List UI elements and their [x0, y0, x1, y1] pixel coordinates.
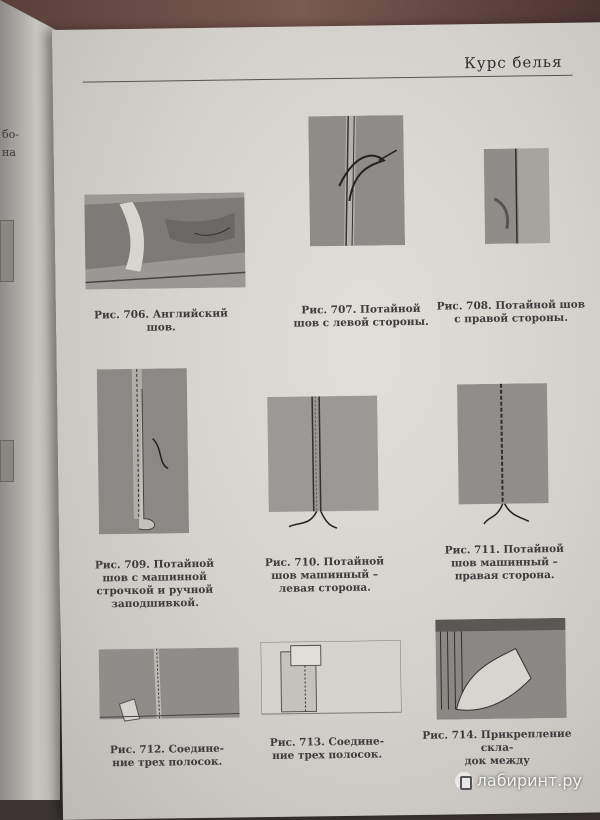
caption-709: Рис. 709. Потайной шов с машинной строчк…	[94, 557, 215, 611]
figure-709-hidden-seam-machine-hand	[96, 368, 190, 535]
figure-706-english-seam	[84, 192, 246, 290]
left-page-figure-fragment	[0, 220, 14, 282]
caption-707: Рис. 707. Потайной шов с левой стороны.	[293, 302, 429, 330]
figure-711-machine-seam-right	[456, 383, 549, 529]
figure-708-hidden-seam-right	[483, 148, 551, 244]
labirint-watermark: лабиринт.ру	[454, 771, 582, 790]
left-page-fragment: бо-	[2, 128, 19, 141]
left-page-edge: бо- на	[0, 0, 60, 800]
figure-710-machine-seam-left	[267, 395, 379, 532]
left-page-figure-fragment	[0, 440, 14, 482]
figure-707-hidden-seam-left	[308, 115, 406, 247]
left-page-fragment: на	[2, 146, 16, 159]
figure-714-pleat-attachment	[435, 617, 567, 720]
caption-714: Рис. 714. Прикрепление скла- док между	[422, 727, 572, 768]
caption-712: Рис. 712. Соедине- ние трех полосок.	[109, 742, 225, 770]
caption-708: Рис. 708. Потайной шов с правой стороны.	[436, 298, 586, 326]
caption-710: Рис. 710. Потайной шов машинный – левая …	[264, 555, 385, 595]
figure-712-three-strips	[98, 647, 240, 724]
caption-706: Рис. 706. Английский шов.	[93, 307, 228, 334]
labirint-logo-icon	[454, 772, 473, 790]
figure-713-three-strips	[260, 640, 402, 717]
caption-711: Рис. 711. Потайной шов машинный – правая…	[444, 542, 564, 583]
caption-713: Рис. 713. Соедине- ние трех полосок.	[269, 735, 385, 762]
header-rule	[82, 74, 573, 83]
book-page: Курс белья Рис. 706. Английский шов. Рис…	[52, 22, 600, 820]
page-header: Курс белья	[464, 52, 563, 73]
